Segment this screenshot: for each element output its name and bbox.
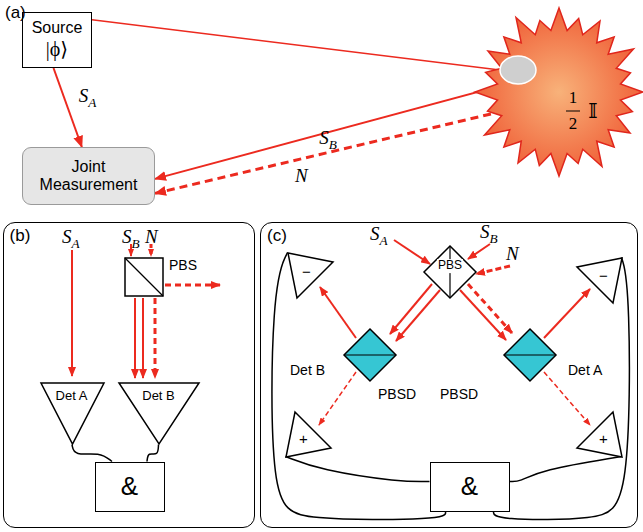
node-text: 2 [569, 114, 578, 134]
panel-letter: (a) [5, 3, 26, 23]
node-text: Det B [142, 388, 175, 403]
noise-label: N [295, 165, 308, 187]
detector-symbol: + [575, 410, 625, 460]
detector-symbol: + [283, 410, 333, 460]
fraction-bar [566, 111, 580, 112]
panel-frame: (b) Det A Det B & [3, 222, 255, 528]
noise-label: N [145, 226, 158, 248]
system-blob [500, 56, 536, 84]
node-text: (b) [10, 226, 31, 246]
node-text: & [461, 472, 478, 502]
component-label: PBS [169, 257, 197, 273]
signal-label: SA [370, 223, 388, 248]
environment-starburst [473, 0, 643, 185]
pbs-diamond [424, 246, 476, 298]
beam-arrow [155, 111, 504, 193]
node-text: Joint Measurement [28, 158, 149, 195]
beams-c [319, 240, 590, 425]
pbs-cube [125, 258, 163, 296]
component-label: PBS [437, 259, 463, 273]
node-text: − [599, 267, 608, 284]
detector-wire [286, 457, 430, 482]
component-label: PBSD [440, 386, 478, 402]
source-box: Source|ϕ⟩ [22, 12, 92, 68]
detector-symbol: − [285, 250, 335, 300]
beam-arrow [54, 68, 82, 147]
pbsd-diamond [504, 329, 556, 381]
detector-label: Det B [290, 362, 325, 378]
coincidence-box: & [95, 462, 165, 512]
node-text: |ϕ⟩ [46, 38, 68, 61]
detector-wire [72, 445, 112, 462]
node-text: 1 [569, 88, 578, 108]
node-text: − [302, 263, 311, 280]
measurement-box: Joint Measurement [22, 147, 155, 205]
detector-symbol: Det A [40, 382, 105, 445]
detector-wire [272, 253, 446, 520]
node-text: + [299, 430, 308, 447]
detector-symbol: Det B [118, 382, 200, 445]
signal-label: SB [319, 128, 337, 153]
signal-label: SA [62, 226, 80, 251]
component-label: PBSD [378, 386, 416, 402]
detector-symbol: − [575, 255, 625, 305]
node-text: Det A [56, 388, 88, 403]
node-text: Source [32, 19, 83, 37]
node-text: 𝕀 [588, 100, 597, 123]
detector-wire [510, 457, 622, 482]
node-text: (c) [267, 226, 287, 246]
beam-arrow [155, 81, 517, 178]
beam-arrow [92, 20, 502, 70]
coincidence-box: & [430, 462, 510, 512]
noise-label: N [506, 243, 519, 265]
detector-wire [494, 258, 630, 520]
signal-label: SA [79, 85, 97, 110]
starburst-outline [475, 8, 643, 176]
pbsd-diamond [344, 329, 396, 381]
environment-starburst: 1 2𝕀 [473, 0, 643, 185]
node-text: & [121, 472, 138, 502]
signal-label: SB [122, 226, 140, 251]
detector-label: Det A [568, 362, 602, 378]
beams-b [72, 244, 220, 378]
detector-wire [147, 445, 159, 462]
node-text: + [599, 430, 608, 447]
signal-label: SB [480, 221, 498, 246]
